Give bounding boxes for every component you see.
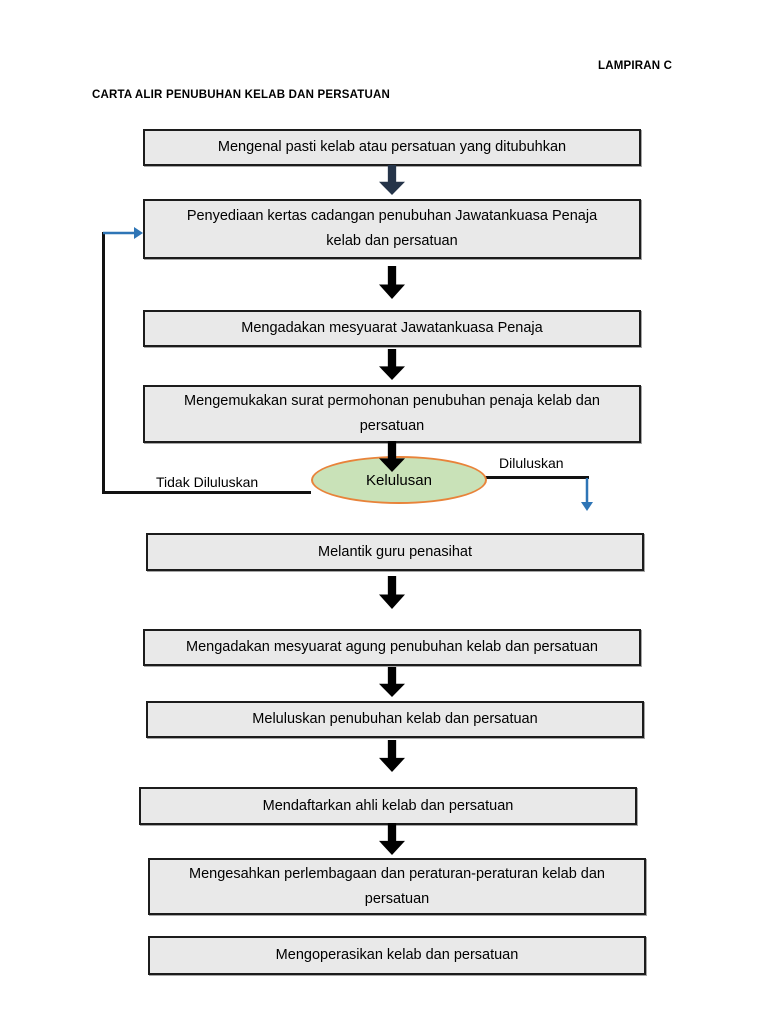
flow-step-register-members: Mendaftarkan ahli kelab dan persatuan — [139, 787, 637, 825]
down-arrow-icon — [379, 667, 405, 697]
flow-step-validate-constitution: Mengesahkan perlembagaan dan peraturan-p… — [148, 858, 646, 915]
down-arrow-icon — [379, 165, 405, 195]
down-arrow-icon — [379, 823, 405, 855]
appendix-label: LAMPIRAN C — [598, 60, 673, 72]
down-arrow-icon — [379, 266, 405, 299]
flow-step-appoint-advisor: Melantik guru penasihat — [146, 533, 644, 571]
flow-step-operate-club: Mengoperasikan kelab dan persatuan — [148, 936, 646, 975]
rejected-path-line-horizontal — [102, 491, 311, 494]
rejected-right-arrow-icon — [103, 227, 143, 239]
down-arrow-icon — [379, 740, 405, 772]
flow-step-committee-meeting: Mengadakan mesyuarat Jawatankuasa Penaja — [143, 310, 641, 347]
approved-path-line — [481, 476, 589, 479]
flow-step-general-meeting: Mengadakan mesyuarat agung penubuhan kel… — [143, 629, 641, 666]
flow-step-approve-establishment: Meluluskan penubuhan kelab dan persatuan — [146, 701, 644, 738]
flow-step-prepare-proposal: Penyediaan kertas cadangan penubuhan Jaw… — [143, 199, 641, 259]
page-title: CARTA ALIR PENUBUHAN KELAB DAN PERSATUAN — [92, 89, 391, 101]
rejected-path-line-vertical — [102, 232, 105, 494]
rejected-branch-label: Tidak Diluluskan — [156, 474, 259, 490]
down-arrow-icon — [379, 349, 405, 380]
approved-branch-label: Diluluskan — [499, 455, 564, 471]
approved-down-arrow-icon — [581, 478, 593, 511]
flow-step-submit-letter: Mengemukakan surat permohonan penubuhan … — [143, 385, 641, 443]
down-arrow-icon — [379, 576, 405, 609]
flow-step-identify-club: Mengenal pasti kelab atau persatuan yang… — [143, 129, 641, 166]
